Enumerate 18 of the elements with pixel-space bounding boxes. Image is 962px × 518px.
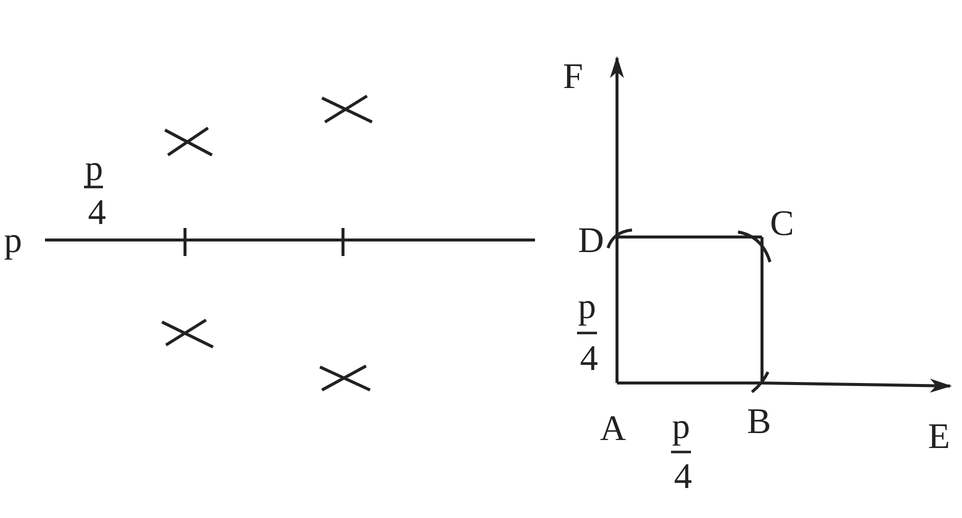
point-label: E [928, 418, 950, 454]
point-label: B [747, 403, 772, 439]
fraction-denominator: 4 [580, 340, 598, 376]
line-label: p [4, 222, 22, 258]
point-label: A [600, 410, 626, 446]
fraction-denominator: 4 [88, 194, 106, 230]
line-segment [617, 236, 762, 238]
point-label: C [770, 205, 794, 241]
line-segment [617, 382, 762, 384]
fraction-numerator: p [672, 408, 690, 444]
fraction-denominator: 4 [674, 458, 692, 494]
point-label: D [578, 222, 604, 258]
arrow [762, 378, 952, 393]
line-segment [760, 237, 764, 383]
line-segment [616, 237, 618, 383]
fraction-numerator: p [578, 288, 596, 324]
point-label: F [563, 58, 584, 94]
arrow [610, 56, 624, 237]
